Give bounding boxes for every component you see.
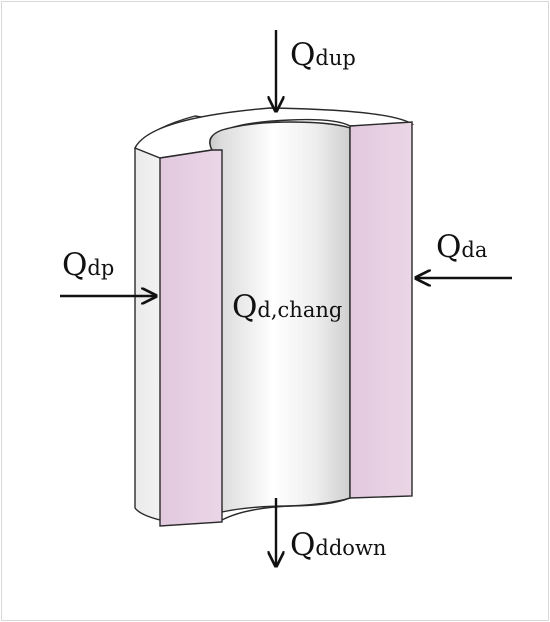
right-cut-face bbox=[349, 121, 413, 499]
label-qda: Qda bbox=[436, 229, 488, 265]
label-qdup: Qdup bbox=[290, 37, 356, 73]
left-cut-face bbox=[159, 149, 223, 527]
label-qdp: Qdp bbox=[62, 247, 115, 283]
bottom-bore-curve bbox=[221, 497, 351, 521]
inner-bore bbox=[209, 121, 351, 513]
label-qddown: Qddown bbox=[290, 527, 387, 563]
label-qdchang: Qd,chang bbox=[232, 289, 343, 325]
